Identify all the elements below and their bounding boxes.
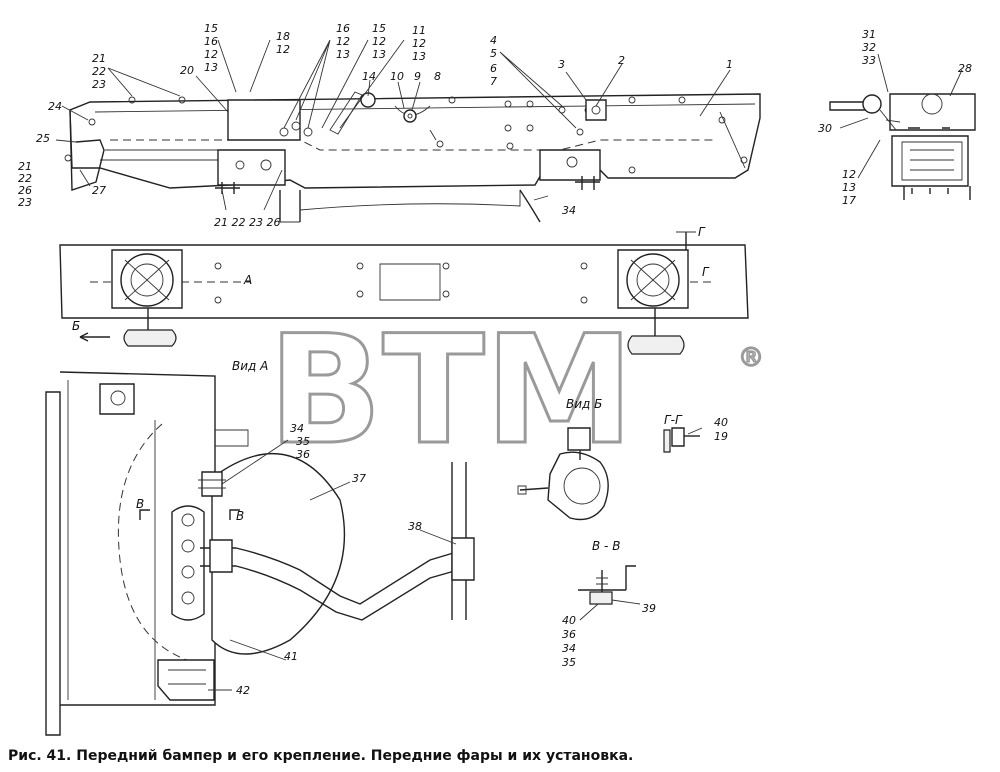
callout-15b: 15	[372, 22, 386, 35]
label-arrow-v-right: В	[236, 509, 244, 523]
callout-4: 4	[490, 34, 497, 47]
view-b-fog-lamp: Вид Б В - В	[517, 397, 620, 553]
callout-5: 5	[490, 47, 497, 60]
callout-13-side: 13	[842, 181, 856, 194]
callout-38: 38	[408, 520, 422, 533]
callout-28: 28	[958, 62, 972, 75]
callout-left-21: 21	[18, 160, 32, 173]
label-section-b: В - В	[592, 539, 620, 553]
callout-11: 11	[412, 24, 426, 37]
label-arrow-g-bottom: Г	[702, 265, 710, 279]
callout-12d: 12	[372, 35, 386, 48]
callout-13c: 13	[336, 48, 350, 61]
callout-40-g: 40	[714, 416, 728, 429]
callout-39: 39	[642, 602, 656, 615]
label-arrow-v-left: В	[136, 497, 144, 511]
callout-8: 8	[434, 70, 441, 83]
callout-13e: 13	[412, 50, 426, 63]
callout-left-22: 22	[18, 172, 32, 185]
callout-13a: 13	[204, 61, 218, 74]
label-arrow-b: Б	[72, 319, 80, 333]
callout-left-26: 26	[18, 184, 32, 197]
callout-bottom-stack: 21 22 23 26	[214, 216, 280, 229]
callout-33: 33	[862, 54, 876, 67]
callout-16a: 16	[204, 35, 218, 48]
label-view-a: Вид А	[232, 359, 268, 373]
callout-3: 3	[558, 58, 565, 71]
callout-32: 32	[862, 41, 876, 54]
view-a-headlamp-mount: Вид А В В	[45, 359, 475, 736]
callout-17: 17	[842, 194, 856, 207]
callout-25: 25	[36, 132, 50, 145]
callout-12e: 12	[412, 37, 426, 50]
label-view-b: Вид Б	[566, 397, 602, 411]
callout-13d: 13	[372, 48, 386, 61]
callout-35-v: 35	[562, 656, 576, 669]
figure-caption: Рис. 41. Передний бампер и его крепление…	[8, 748, 634, 764]
callout-41: 41	[284, 650, 298, 663]
label-arrow-g-top: Г	[698, 225, 706, 239]
callout-34-top: 34	[562, 204, 576, 217]
callout-10: 10	[390, 70, 404, 83]
bumper-plan-view: А Б Г Г	[59, 225, 749, 355]
callout-2: 2	[618, 54, 625, 67]
callout-12c: 12	[336, 35, 350, 48]
label-section-g: Г-Г	[664, 413, 683, 427]
callout-37: 37	[352, 472, 366, 485]
callout-36: 36	[296, 448, 310, 461]
callout-21: 21	[92, 52, 106, 65]
watermark-registered-mark: ®	[738, 343, 764, 373]
callout-20: 20	[180, 64, 194, 77]
callout-1: 1	[726, 58, 733, 71]
bumper-side-view: 31 32 33 28 30 12 13 17	[818, 28, 976, 207]
watermark: BTM ®	[267, 303, 765, 480]
watermark-brand: BTM	[268, 304, 634, 478]
callout-42: 42	[236, 684, 250, 697]
callout-7: 7	[490, 75, 497, 88]
callout-22: 22	[92, 65, 106, 78]
callout-15a: 15	[204, 22, 218, 35]
callout-40-v: 40	[562, 614, 576, 627]
callout-9: 9	[414, 70, 421, 83]
callout-14: 14	[362, 70, 376, 83]
callout-34-v: 34	[562, 642, 576, 655]
callout-16b: 16	[336, 22, 350, 35]
callout-12b: 12	[276, 43, 290, 56]
callout-23: 23	[92, 78, 106, 91]
callout-12a: 12	[204, 48, 218, 61]
callout-30: 30	[818, 122, 832, 135]
callout-12-side: 12	[842, 168, 856, 181]
callout-31: 31	[862, 28, 876, 41]
callout-27: 27	[92, 184, 106, 197]
section-g-g: Г-Г 40 19	[663, 413, 728, 453]
callout-18: 18	[276, 30, 290, 43]
section-v-v-detail: 39 40 36 34 35	[562, 565, 656, 669]
callout-19: 19	[714, 430, 728, 443]
callout-36-v: 36	[562, 628, 576, 641]
callout-6: 6	[490, 62, 497, 75]
callout-34: 34	[290, 422, 304, 435]
callout-24: 24	[48, 100, 62, 113]
callout-left-23: 23	[18, 196, 32, 209]
callout-35: 35	[296, 435, 310, 448]
label-arrow-a: А	[243, 273, 252, 287]
bumper-elevation: 21 22 23 24 25 21 22 26 23 27 20 15 16 1…	[18, 22, 761, 229]
